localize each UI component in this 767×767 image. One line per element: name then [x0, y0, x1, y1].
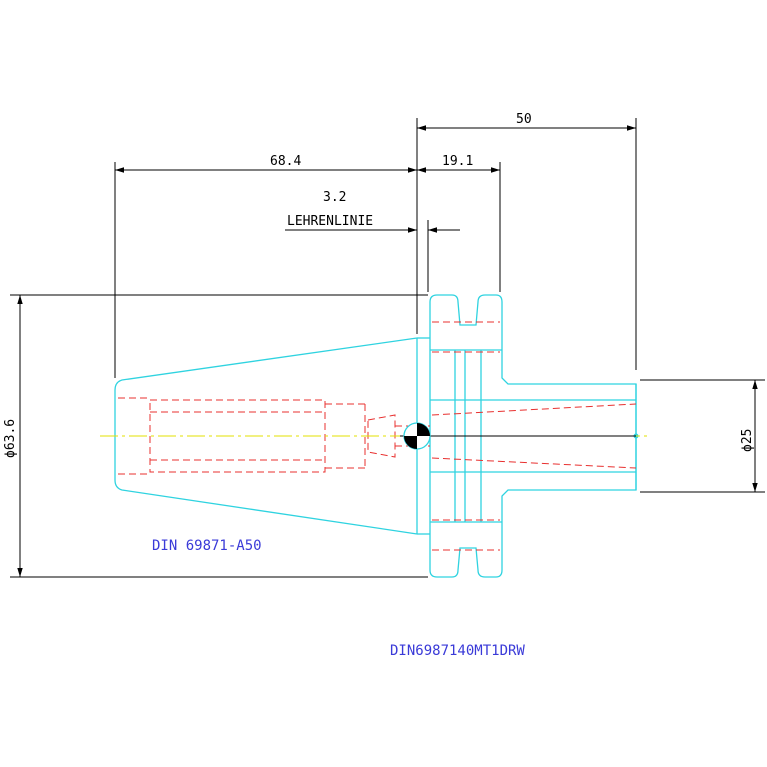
dim-total-length: 50	[516, 112, 532, 127]
dimension-lines	[10, 118, 765, 578]
drawing-id-label: DIN6987140MT1DRW	[390, 643, 525, 659]
dim-gauge-offset: 3.2	[323, 190, 346, 205]
dim-taper-length: 68.4	[270, 154, 301, 169]
gauge-line-label: LEHRENLINIE	[287, 214, 373, 229]
part-outline	[114, 294, 639, 578]
dim-flange-length: 19.1	[442, 154, 473, 169]
taper-outline	[114, 337, 418, 535]
flange-outline	[429, 294, 637, 578]
dim-shank-diameter: ϕ25	[740, 429, 755, 452]
hidden-lines	[118, 321, 637, 551]
dim-flange-diameter: ϕ63.6	[3, 419, 18, 458]
standard-label: DIN 69871-A50	[152, 538, 262, 554]
gauge-point-symbol	[403, 422, 431, 450]
